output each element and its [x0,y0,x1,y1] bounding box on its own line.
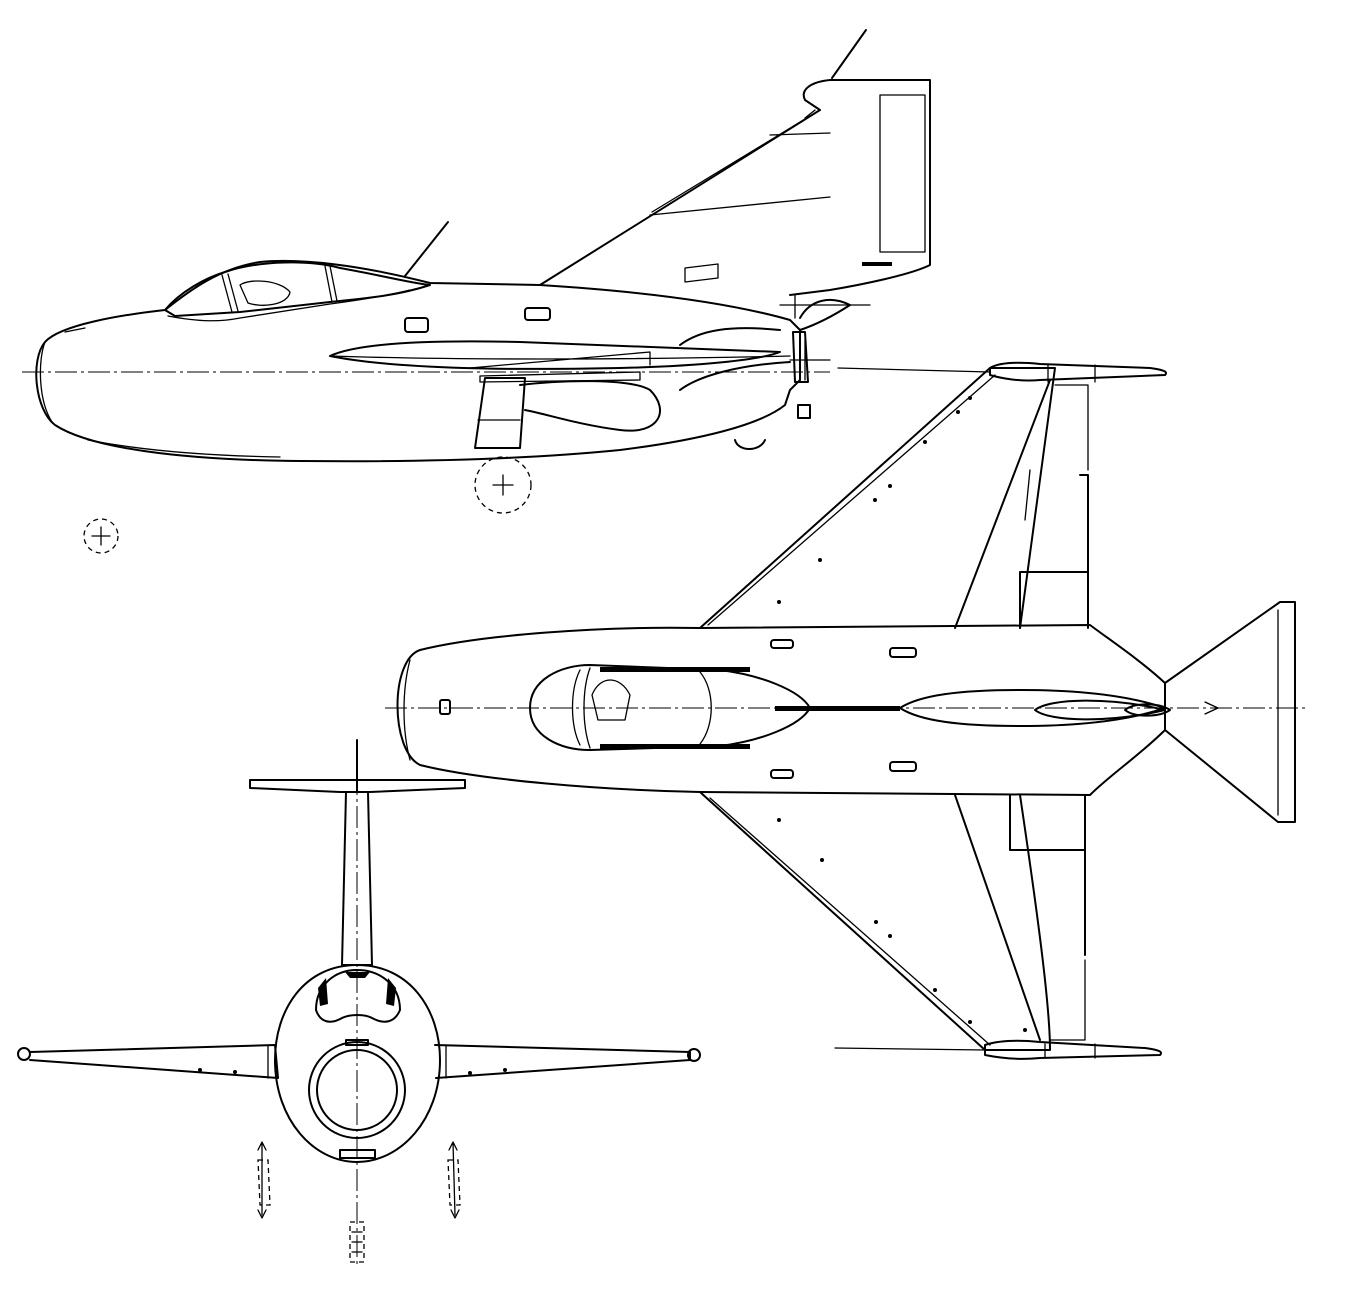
side-gear-rail [479,371,641,383]
side-rudder-trim [862,262,892,266]
side-fin-access-panel [684,263,719,283]
side-view [22,29,931,554]
front-left-wing [29,1044,279,1079]
side-rudder [879,94,926,253]
side-wing-root-line [329,351,791,369]
plan-panel-4 [889,761,917,772]
plan-seat-outline [591,679,631,721]
plan-horizontal-tail [1164,601,1296,823]
front-lower-panel [339,1149,376,1159]
side-nose-wheel-cross [91,526,111,546]
side-main-wheel-cross [492,474,514,496]
front-left-tip-tank [17,1047,31,1061]
plan-lower-wing-rivets [777,818,1027,1032]
side-canopy-sill [167,289,411,322]
side-nose-wheel-retracted [83,518,119,554]
side-canopy [164,261,431,317]
side-fin-antenna [831,29,867,79]
side-tail-cone-axis [779,294,871,319]
side-vertical-fin [539,79,931,296]
side-exhaust [792,331,809,383]
plan-view [385,361,1305,1060]
plan-lower-wing-aileron [1049,959,1086,1041]
side-nose-rim [39,341,53,423]
plan-tail-arrow [1204,701,1219,715]
side-intake-fairing [679,327,791,391]
plan-panel-1 [770,639,794,649]
plan-upper-wing-flap [954,379,1089,629]
side-panel-left [404,317,429,333]
plan-dorsal-spine [775,706,900,711]
side-canopy-window [239,280,291,306]
front-canopy [315,969,401,1023]
plan-upper-wing-leading-edge [707,374,996,626]
front-horizontal-tail [249,779,466,793]
side-fuselage [35,259,801,463]
front-wing-rivets [198,1068,507,1075]
side-fin-panel-lines [649,109,831,216]
front-right-wing [434,1044,691,1079]
plan-upper-wing-aileron [1024,384,1089,521]
front-right-tip-tank [687,1048,701,1062]
side-gear-fairing [519,380,661,432]
plan-nose-rim [403,659,411,761]
plan-lower-tip-tank-details [834,1043,1096,1059]
plan-panel-3 [770,769,794,779]
front-nose-wheel-retracted [349,1221,365,1263]
front-right-wheel-retracted [447,1141,461,1219]
front-view [17,739,701,1265]
plan-exhaust-fairing [1034,699,1171,721]
plan-upper-wing [699,367,1056,629]
plan-lower-wing-leading-edge [709,797,991,1046]
side-panel-right [524,307,551,321]
side-main-gear-bay [474,377,526,449]
plan-lower-tip-tank [984,1039,1163,1060]
plan-lower-wing-flap [954,794,1086,1041]
side-belly-panel [87,439,281,458]
side-main-wheel-retracted [474,456,532,514]
front-canopy-frame [318,972,396,1006]
plan-upper-wing-rivets [777,396,972,604]
plan-upper-tip-tank [989,361,1168,382]
side-dorsal-antenna [404,221,449,277]
side-tail-bumper [734,439,766,450]
front-left-wheel-retracted [257,1141,271,1219]
plan-fuselage [396,624,1166,796]
side-tail-light [797,404,811,419]
front-intake-slot [345,1039,369,1046]
side-canopy-frame [324,265,338,303]
plan-panel-2 [889,647,917,658]
side-exhaust-axis [789,339,831,381]
side-wing-tank [329,340,781,370]
plan-nose-panel [439,699,451,715]
side-nose-hatch [64,327,86,333]
side-windscreen-frame [221,273,239,313]
plan-upper-tip-tank-details [837,364,1096,383]
front-vertical-fin [341,791,373,966]
